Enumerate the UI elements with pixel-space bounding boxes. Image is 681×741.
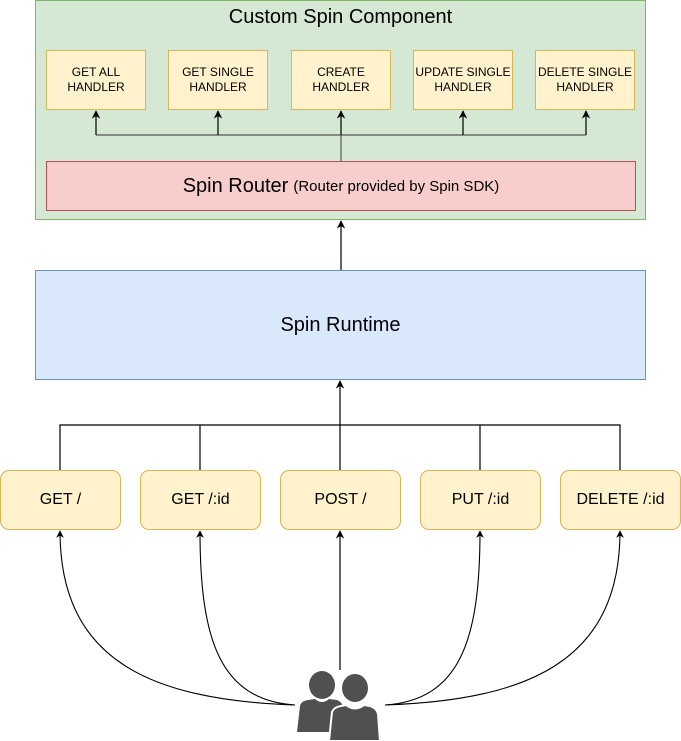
endpoint-put-by-id[interactable]: PUT /:id: [420, 470, 541, 530]
endpoint-label: PUT /:id: [451, 491, 510, 508]
handler-label-line1: UPDATE SINGLE: [415, 65, 511, 79]
endpoint-delete-by-id[interactable]: DELETE /:id: [560, 470, 681, 530]
handler-label-line1: GET ALL: [71, 65, 121, 79]
spin-router-box[interactable]: Spin Router (Router provided by Spin SDK…: [46, 161, 636, 211]
endpoint-label: GET /: [39, 491, 82, 508]
runtime-label: Spin Runtime: [280, 313, 401, 336]
arrow-users-to-delete: [384, 530, 624, 706]
handler-label-line2: HANDLER: [434, 80, 492, 94]
arrow-users-to-get-by-id: [196, 530, 296, 706]
handler-label-line2: HANDLER: [189, 80, 247, 94]
endpoints-to-runtime-connector: [59, 380, 621, 470]
endpoint-post[interactable]: POST /: [280, 470, 401, 530]
handler-label-line2: HANDLER: [312, 80, 370, 94]
endpoint-label: DELETE /:id: [576, 491, 665, 508]
router-note: (Router provided by Spin SDK): [293, 177, 500, 195]
endpoint-get-by-id[interactable]: GET /:id: [140, 470, 261, 530]
arrow-users-to-put: [384, 530, 484, 706]
arrow-users-to-get-all: [56, 530, 296, 706]
users-to-endpoints-connector: [56, 530, 624, 706]
endpoint-label: GET /:id: [171, 491, 230, 508]
handler-label-line1: GET SINGLE: [182, 65, 254, 79]
users-icon: [297, 671, 382, 741]
handler-label-line1: DELETE SINGLE: [537, 65, 633, 79]
endpoint-label: POST /: [314, 491, 367, 508]
router-label: Spin Router: [182, 174, 289, 197]
endpoint-get-all[interactable]: GET /: [0, 470, 121, 530]
handler-label-line2: HANDLER: [556, 80, 614, 94]
component-title: Custom Spin Component: [228, 6, 453, 28]
handler-label-line2: HANDLER: [67, 80, 125, 94]
handler-label-line1: CREATE: [317, 65, 365, 79]
spin-runtime-box[interactable]: Spin Runtime: [35, 270, 646, 380]
